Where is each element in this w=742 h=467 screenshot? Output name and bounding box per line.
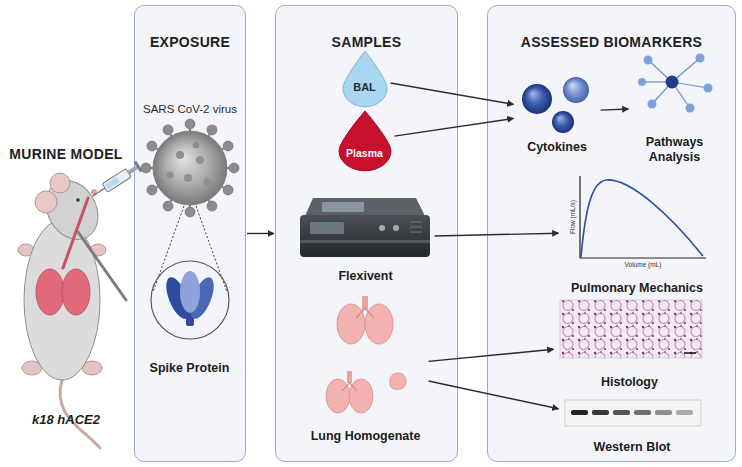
stage-panel: SAMPLES BAL PlasmaFlexiventLung Homogenate — [275, 5, 458, 462]
spike-inset: Spike Protein — [145, 258, 235, 376]
flexivent-device — [300, 198, 430, 257]
panel-heading: ASSESSED BIOMARKERS — [488, 34, 735, 50]
item-caption: Pulmonary Mechanics — [560, 281, 715, 296]
western-blot — [565, 400, 701, 426]
biomarker-item: Cytokines — [515, 70, 600, 155]
axis-label: Volume (mL) — [611, 261, 675, 269]
pathway-network — [638, 54, 713, 113]
axis-label: Flow (mL/s) — [569, 185, 577, 249]
panel-heading: EXPOSURE — [135, 34, 245, 50]
flow-arrow — [391, 83, 514, 104]
item-caption: Cytokines — [515, 140, 600, 155]
biomarker-item: Pathways Analysis — [630, 50, 720, 165]
sample-item: Lung Homogenate — [304, 292, 428, 444]
ring-shape — [145, 258, 235, 376]
item-caption: Flexivent — [298, 269, 434, 284]
sample-item: Flexivent — [298, 192, 434, 284]
drop-outline — [343, 51, 387, 107]
flow-volume-chart — [580, 176, 706, 258]
drop-label: BAL — [340, 81, 390, 93]
ring-outline — [151, 261, 229, 339]
stage-panel: EXPOSURE SARS CoV-2 virusSpike Protein — [134, 5, 246, 462]
panel-heading: SAMPLES — [276, 34, 457, 50]
drop-shape — [340, 50, 390, 108]
panel-subtitle: SARS CoV-2 virus — [137, 103, 243, 115]
flow-arrow — [429, 349, 554, 361]
biomarker-item: Pulmonary Mechanics — [560, 168, 715, 296]
biomarker-item: Western Blot — [560, 395, 705, 455]
flow-arrow — [601, 109, 629, 110]
drop-outline — [339, 111, 391, 171]
flow-arrow — [435, 233, 559, 236]
flow-arrow — [429, 381, 559, 409]
drop-label: Plasma — [336, 147, 394, 159]
mouse-illustration — [18, 161, 143, 448]
flow-arrow — [247, 233, 274, 234]
model-name: k18 hACE2 — [0, 412, 132, 427]
lung-illustration — [326, 296, 406, 413]
cytokine-spheres — [522, 77, 589, 133]
item-caption: Spike Protein — [145, 361, 235, 376]
histology-image — [560, 300, 702, 358]
drop-shape — [336, 110, 394, 172]
item-caption: Lung Homogenate — [304, 429, 428, 444]
bal-drop: BAL — [340, 50, 390, 108]
flow-arrow — [395, 118, 514, 136]
biomarker-item: Histology — [555, 295, 705, 390]
spike-protein-illustration — [161, 271, 218, 326]
item-caption: Pathways Analysis — [630, 135, 720, 165]
plasma-drop: Plasma — [336, 110, 394, 172]
item-caption: Western Blot — [560, 440, 705, 455]
stage-panel: ASSESSED BIOMARKERS Cytokines Pathways Ana… — [487, 5, 736, 462]
item-caption: Histology — [555, 375, 705, 390]
virus-illustration — [141, 119, 239, 292]
model-heading: MURINE MODEL — [0, 146, 132, 162]
